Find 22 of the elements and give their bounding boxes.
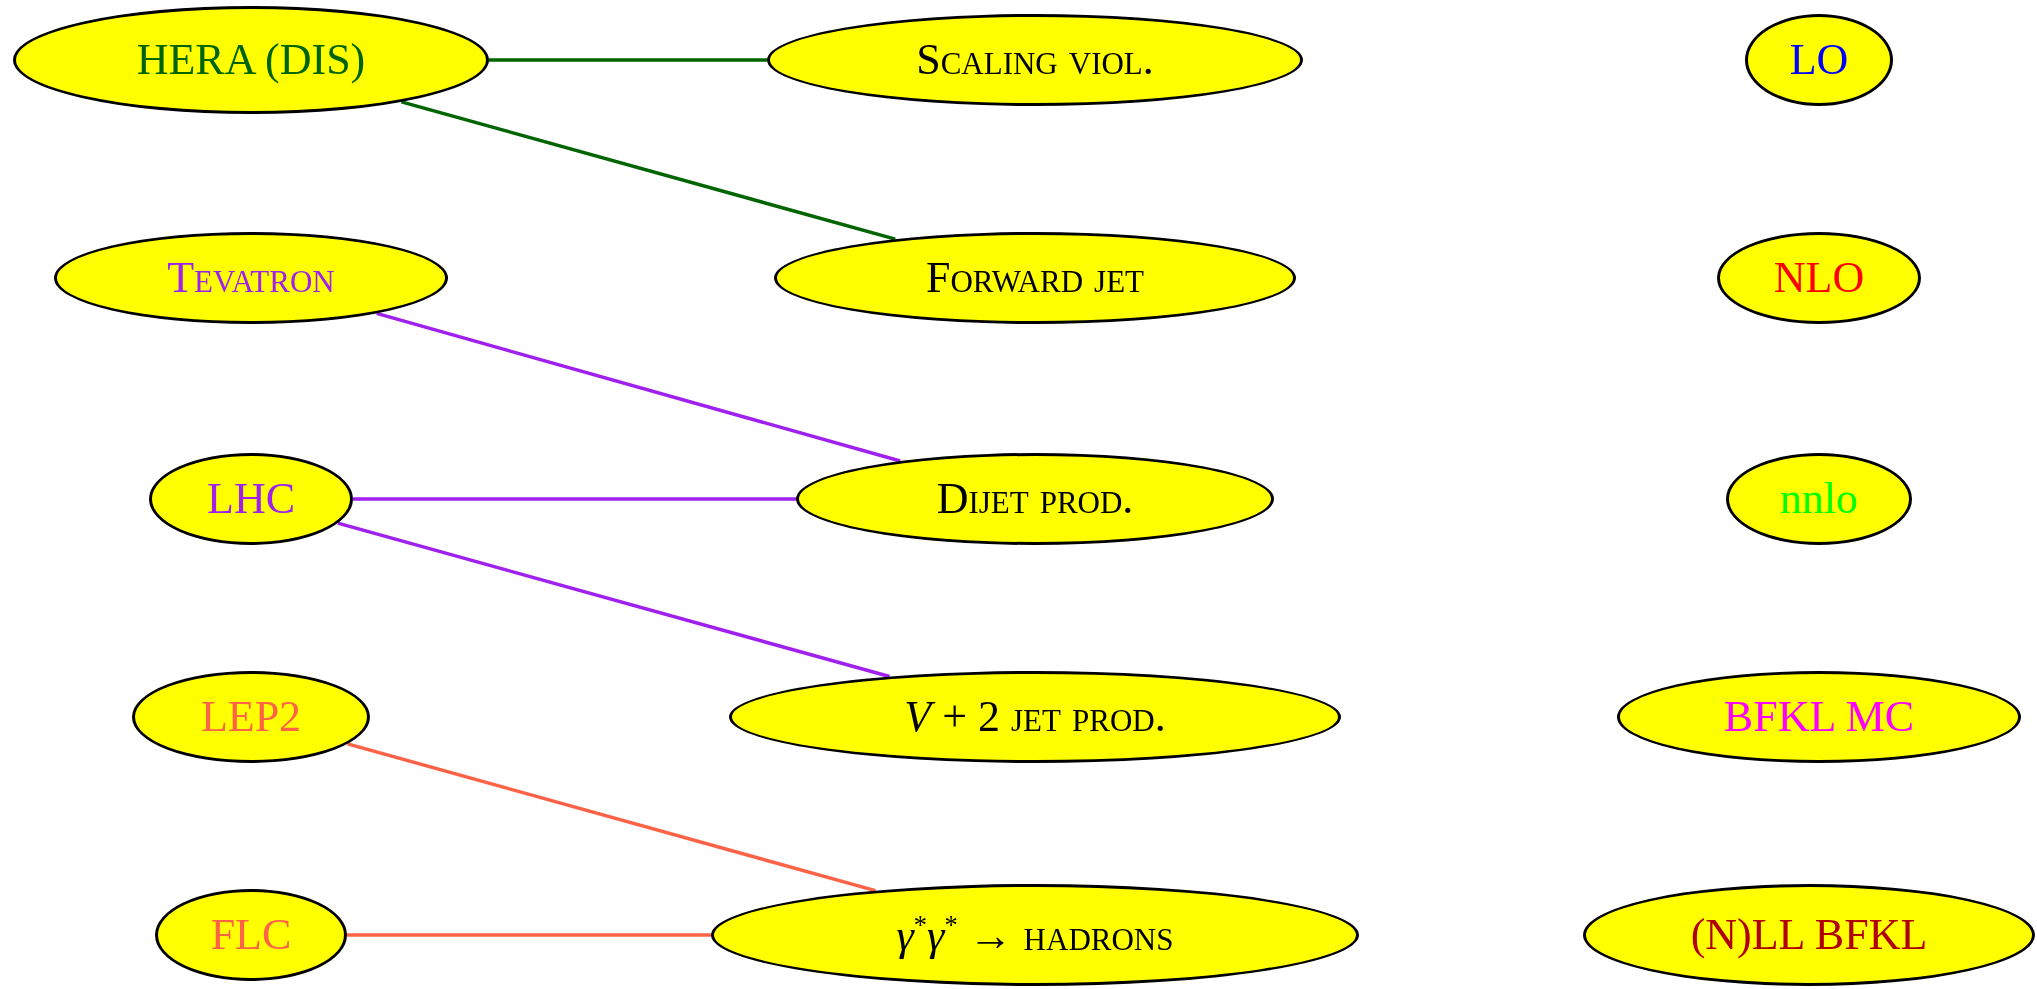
- node-label: (N)LL BFKL: [1690, 913, 1928, 957]
- node-label: Scaling viol.: [916, 38, 1154, 82]
- node-label: FLC: [210, 913, 292, 957]
- connector-line: [376, 311, 901, 463]
- node-label: LO: [1789, 38, 1849, 82]
- connector-line: [347, 742, 876, 893]
- connector-line: [489, 58, 767, 62]
- node-label: Tevatron: [167, 256, 335, 300]
- node-label: Dijet prod.: [936, 477, 1134, 521]
- node-label: LEP2: [200, 695, 302, 739]
- node-label: Forward jet: [925, 256, 1144, 300]
- node-label: γ$^{*}$γ$^{*}$ → hadrons: [896, 912, 1174, 958]
- node-label: LHC: [207, 477, 295, 521]
- node-label: NLO: [1773, 256, 1865, 300]
- connector-line: [337, 521, 890, 679]
- node-label: nnlo: [1779, 477, 1859, 521]
- node-label: HERA (DIS): [136, 38, 366, 82]
- connector-line: [347, 933, 711, 937]
- connector-line: [353, 497, 796, 501]
- node-label: V + 2 jet prod.: [904, 695, 1166, 739]
- connector-line: [401, 100, 896, 241]
- node-label: BFKL MC: [1723, 695, 1915, 739]
